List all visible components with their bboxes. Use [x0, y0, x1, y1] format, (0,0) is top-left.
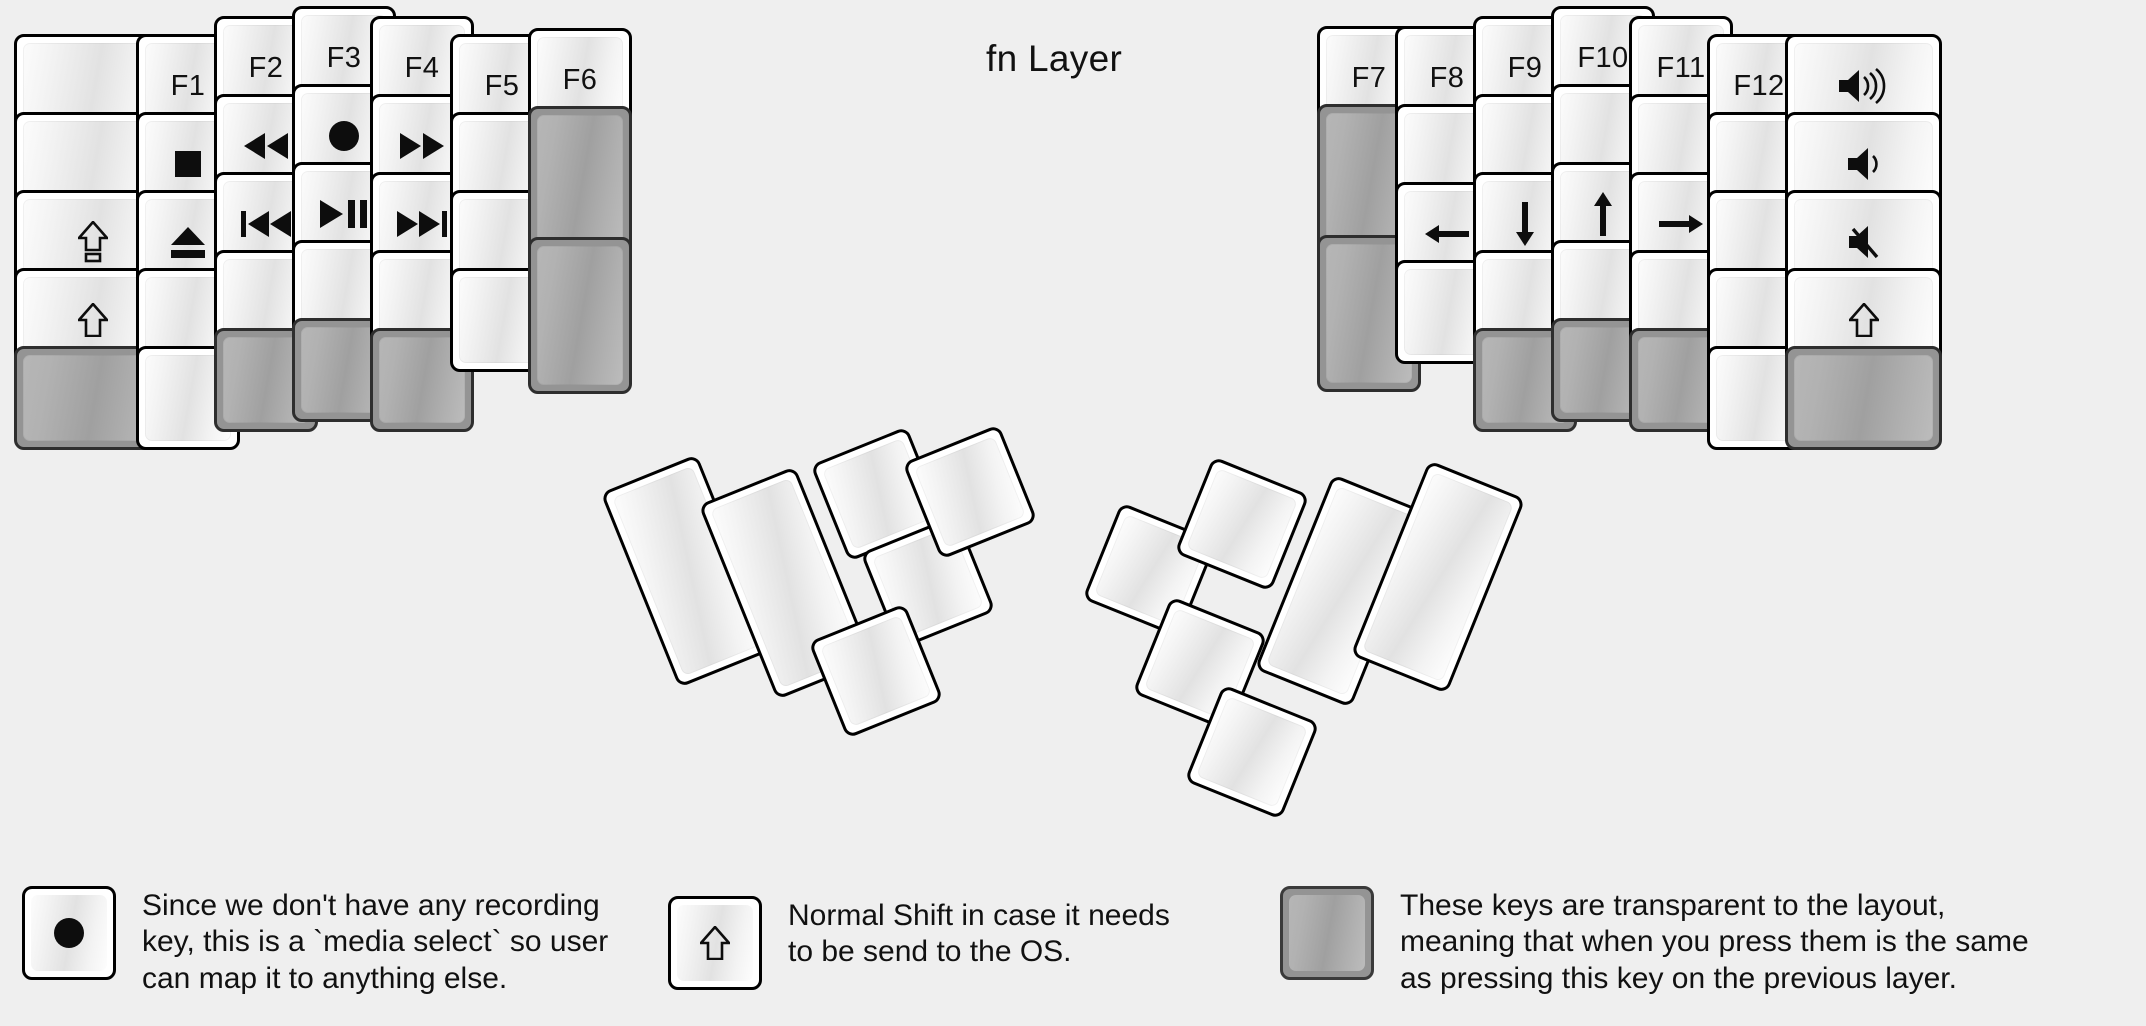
- key-label: F6: [562, 63, 598, 96]
- keycap-surface: [1289, 895, 1365, 971]
- shift-icon: [77, 303, 108, 337]
- media-eject-icon: [169, 225, 207, 259]
- keycap-surface: [1196, 696, 1308, 808]
- legend-media-select: Since we don't have any recording key, t…: [22, 886, 608, 997]
- key-l-c7-r3[interactable]: [528, 237, 632, 394]
- key-label: F10: [1577, 41, 1629, 74]
- legend-transparent-sample-key[interactable]: [1280, 886, 1374, 980]
- key-label: F2: [248, 51, 284, 84]
- legend-normal-shift-text: Normal Shift in case it needs to be send…: [788, 899, 1170, 969]
- key-l-c7-r2[interactable]: [528, 106, 632, 263]
- media-record-icon: [328, 120, 360, 152]
- media-next-icon: [397, 211, 447, 237]
- volume-up-icon: [1837, 68, 1891, 104]
- legend-transparent-text: These keys are transparent to the layout…: [1400, 889, 2029, 995]
- arrow-up-icon: [1590, 192, 1616, 236]
- legend-strip: Since we don't have any recording key, t…: [0, 880, 2146, 1026]
- key-label: F5: [484, 69, 520, 102]
- keycap-surface: [1794, 355, 1933, 441]
- keycap-surface: [537, 246, 623, 385]
- volume-mute-icon: [1847, 225, 1881, 259]
- media-rewind-icon: [244, 133, 288, 159]
- keycap-surface: [1186, 468, 1298, 580]
- arrow-right-icon: [1659, 211, 1703, 237]
- key-label: F12: [1733, 69, 1785, 102]
- legend-normal-shift-sample-key[interactable]: [668, 896, 762, 990]
- key-label: F8: [1429, 61, 1465, 94]
- media-record-icon: [53, 917, 85, 949]
- key-label: F7: [1351, 61, 1387, 94]
- legend-normal-shift: Normal Shift in case it needs to be send…: [668, 896, 1170, 990]
- arrow-down-icon: [1512, 202, 1538, 246]
- key-label: F4: [404, 51, 440, 84]
- keycap-surface: [914, 436, 1026, 548]
- keycap-surface: [677, 905, 753, 981]
- keycap-surface: [820, 615, 932, 727]
- media-fast-forward-icon: [400, 133, 444, 159]
- legend-media-select-text: Since we don't have any recording key, t…: [142, 889, 609, 995]
- key-label: F11: [1656, 51, 1706, 84]
- media-stop-icon: [173, 149, 203, 179]
- key-label: F9: [1507, 51, 1543, 84]
- key-r-c7-r5[interactable]: [1785, 346, 1942, 450]
- keycap-surface: [31, 895, 107, 971]
- shift-icon: [700, 926, 730, 960]
- volume-down-icon: [1846, 146, 1882, 182]
- media-play-pause-icon: [320, 200, 368, 228]
- arrow-left-icon: [1425, 221, 1469, 247]
- page-title: fn Layer: [986, 38, 1123, 79]
- legend-media-select-sample-key[interactable]: [22, 886, 116, 980]
- shift-icon: [1848, 303, 1879, 337]
- key-label: F3: [326, 41, 362, 74]
- keycap-surface: [537, 115, 623, 254]
- key-label: F1: [170, 69, 206, 102]
- media-previous-icon: [241, 211, 291, 237]
- caps-lock-icon: [77, 221, 108, 263]
- legend-transparent: These keys are transparent to the layout…: [1280, 886, 2029, 997]
